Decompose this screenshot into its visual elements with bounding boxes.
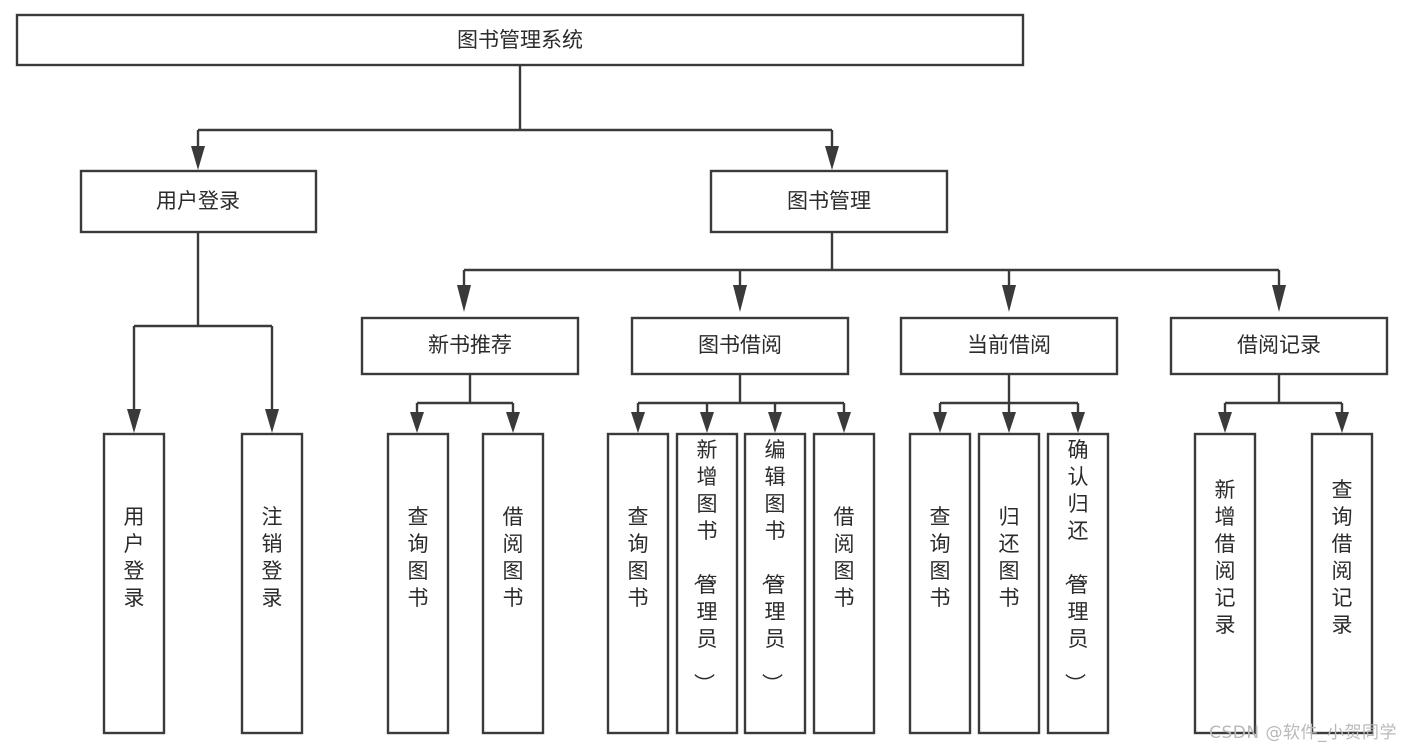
leaf-query-borrow-record-box <box>1310 432 1374 735</box>
arrow-leaf-confirm-return <box>1071 412 1085 433</box>
leaf-logout-box <box>240 432 304 735</box>
leaf-return-book[interactable]: 归还图书 <box>977 432 1041 735</box>
leaf-borrow-book-borrow[interactable]: 借阅图书 <box>812 432 876 735</box>
arrow-leaf-borrow-book-1 <box>506 412 520 433</box>
node-book-management-label: 图书管理 <box>787 189 871 213</box>
leaf-confirm-return-label: 确认归还（管理员） <box>1063 438 1089 694</box>
leaf-logout[interactable]: 注销登录 <box>240 432 304 735</box>
leaf-query-book-borrow-label: 查询图书 <box>628 505 649 610</box>
csdn-watermark: CSDN @软件_小贺同学 <box>1209 723 1397 743</box>
arrow-to-book-borrow <box>733 285 747 312</box>
edge-group-current-borrow-to-leaves <box>933 374 1085 433</box>
arrow-leaf-return-book <box>1002 412 1016 433</box>
arrow-to-current-borrow <box>1002 285 1016 312</box>
arrow-leaf-add-borrow-record <box>1218 412 1232 433</box>
node-user-login-box <box>79 169 318 234</box>
leaf-add-borrow-record-box <box>1193 432 1257 735</box>
node-user-login[interactable]: 用户登录 <box>79 169 318 234</box>
arrow-leaf-query-book-3 <box>933 412 947 433</box>
leaf-return-book-box <box>977 432 1041 735</box>
node-root-book-management-system[interactable]: 图书管理系统 <box>15 13 1025 67</box>
edge-group-book-borrow-to-leaves <box>631 374 851 433</box>
node-borrow-record[interactable]: 借阅记录 <box>1169 316 1389 376</box>
edge-group-book-manage-to-level3 <box>457 232 1286 312</box>
leaf-add-borrow-record[interactable]: 新增借阅记录 <box>1193 432 1257 735</box>
node-current-borrow-box <box>899 316 1119 376</box>
leaf-edit-book-box <box>743 432 807 735</box>
node-new-book-recommend-label: 新书推荐 <box>428 333 512 357</box>
leaf-add-book-label: 新增图书（管理员） <box>692 438 718 694</box>
leaf-return-book-label: 归还图书 <box>999 505 1020 610</box>
node-root-label: 图书管理系统 <box>457 28 583 52</box>
arrow-to-book-manage <box>825 146 839 170</box>
arrow-to-user-login <box>191 146 205 170</box>
node-book-management[interactable]: 图书管理 <box>709 169 949 234</box>
leaf-user-login-box <box>102 432 166 735</box>
leaf-query-book-borrow[interactable]: 查询图书 <box>606 432 670 735</box>
arrow-leaf-query-book-2 <box>631 412 645 433</box>
arrow-leaf-logout <box>265 409 279 433</box>
arrow-leaf-edit-book <box>768 412 782 433</box>
arrow-leaf-add-book <box>700 412 714 433</box>
node-user-login-label: 用户登录 <box>156 189 240 213</box>
leaf-confirm-return-box <box>1046 432 1110 735</box>
node-book-borrow[interactable]: 图书借阅 <box>630 316 850 376</box>
arrow-leaf-query-book-1 <box>410 412 424 433</box>
leaf-query-book-current-label: 查询图书 <box>930 505 951 610</box>
leaf-edit-book-label: 编辑图书（管理员） <box>760 438 786 694</box>
node-current-borrow[interactable]: 当前借阅 <box>899 316 1119 376</box>
arrow-leaf-borrow-book-2 <box>837 412 851 433</box>
leaf-query-book-new-recommend-label: 查询图书 <box>408 505 429 610</box>
node-book-borrow-label: 图书借阅 <box>698 333 782 357</box>
leaf-borrow-book-new-recommend[interactable]: 借阅图书 <box>481 432 545 735</box>
node-current-borrow-label: 当前借阅 <box>967 333 1051 357</box>
arrow-leaf-query-borrow-record <box>1335 412 1349 433</box>
leaf-add-book[interactable]: 新增图书（管理员） <box>675 432 739 735</box>
node-borrow-record-box <box>1169 316 1389 376</box>
leaf-borrow-book-borrow-label: 借阅图书 <box>834 505 855 610</box>
leaf-query-borrow-record[interactable]: 查询借阅记录 <box>1310 432 1374 735</box>
node-new-book-recommend-box <box>360 316 580 376</box>
leaf-add-borrow-record-label: 新增借阅记录 <box>1215 478 1236 637</box>
leaf-borrow-book-borrow-box <box>812 432 876 735</box>
leaf-query-borrow-record-label: 查询借阅记录 <box>1332 478 1353 637</box>
leaf-confirm-return[interactable]: 确认归还（管理员） <box>1046 432 1110 735</box>
leaf-query-book-current[interactable]: 查询图书 <box>908 432 972 735</box>
edge-group-root-to-level2 <box>191 65 839 170</box>
arrow-to-new-book-recommend <box>457 285 471 312</box>
leaf-add-book-box <box>675 432 739 735</box>
leaf-query-book-borrow-box <box>606 432 670 735</box>
leaf-query-book-new-recommend[interactable]: 查询图书 <box>386 432 450 735</box>
leaf-borrow-book-new-recommend-box <box>481 432 545 735</box>
edge-group-borrow-record-to-leaves <box>1218 374 1349 433</box>
node-borrow-record-label: 借阅记录 <box>1237 333 1321 357</box>
node-new-book-recommend[interactable]: 新书推荐 <box>360 316 580 376</box>
arrow-leaf-user-login <box>127 409 141 433</box>
leaf-user-login[interactable]: 用户登录 <box>102 432 166 735</box>
leaf-query-book-new-recommend-box <box>386 432 450 735</box>
edge-group-user-login-to-leaves <box>127 232 279 433</box>
leaf-query-book-current-box <box>908 432 972 735</box>
edge-group-new-book-to-leaves <box>410 374 520 433</box>
node-book-management-box <box>709 169 949 234</box>
leaf-edit-book[interactable]: 编辑图书（管理员） <box>743 432 807 735</box>
leaf-user-login-label: 用户登录 <box>124 505 145 610</box>
leaf-borrow-book-new-recommend-label: 借阅图书 <box>503 505 524 610</box>
node-book-borrow-box <box>630 316 850 376</box>
node-root-box <box>15 13 1025 67</box>
leaf-logout-label: 注销登录 <box>262 505 283 610</box>
arrow-to-borrow-record <box>1272 285 1286 312</box>
